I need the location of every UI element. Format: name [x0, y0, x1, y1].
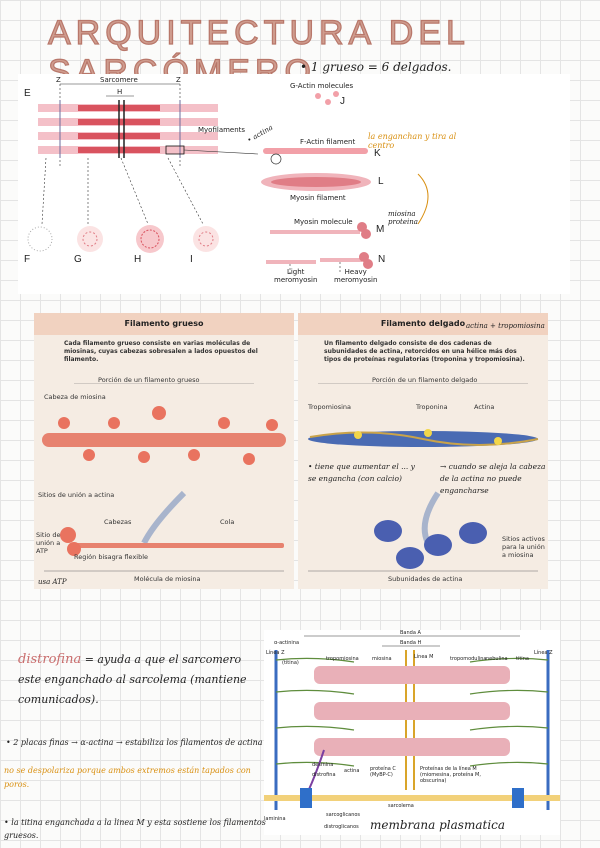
- sarcomere-figure: Sarcomere Z Z H E Myofilaments F G H I G…: [18, 74, 570, 294]
- thin-right-note: → cuando se aleja la cabeza de la actina…: [440, 462, 546, 495]
- j-label: J: [340, 96, 345, 107]
- heavy-meromyosin-label: Heavy meromyosin: [334, 268, 378, 284]
- actin-binding-sites-label: Sitios de unión a actina: [38, 491, 115, 499]
- proteina-c-label: proteína C (MyBP-C): [370, 766, 396, 778]
- sarcomere-protein-figure: Banda A Banda H Línea Z Línea Z α-actini…: [264, 630, 560, 835]
- desmina-label: desmina: [312, 762, 334, 768]
- thin-header-note: actina + tropomiosina: [466, 322, 545, 330]
- myofibril-rows: [38, 100, 218, 158]
- thick-filament-panel: Filamento grueso Cada filamento grueso c…: [34, 313, 294, 589]
- linea-m-proteins-label: Proteínas de la línea M (miomesina, prot…: [420, 766, 481, 784]
- ratio-note: • 1 grueso = 6 delgados.: [300, 60, 452, 74]
- hooked-note: la enganchan y tira al centro: [368, 132, 457, 150]
- troponina-label: Troponina: [416, 403, 448, 411]
- myosin-molecule-drawing: [270, 222, 371, 239]
- sarcoglicanos-label: sarcoglicanos: [326, 812, 361, 818]
- thick-filament-description: Cada filamento grueso consiste en varias…: [64, 340, 258, 363]
- myosin-molecule-caption: Molécula de miosina: [134, 575, 201, 583]
- l-label: L: [378, 176, 384, 187]
- cross-section-i: [193, 226, 219, 252]
- sarcomere-label: Sarcomere: [100, 76, 138, 84]
- actin-subunits-caption: Subunidades de actina: [388, 575, 463, 583]
- titina-right-label: titina: [516, 656, 529, 662]
- cross-section-h: [136, 225, 164, 253]
- linea-z-right-label: Línea Z: [534, 650, 553, 656]
- sarcomere-diagram: [27, 83, 429, 274]
- alpha-actinin-label: α-actinina: [274, 640, 300, 646]
- cross-section-f: [27, 226, 53, 252]
- distrofina-text: = ayuda a que el sarcomero este engancha…: [18, 653, 247, 706]
- distroglicanos-label: distroglicanos: [324, 824, 359, 830]
- g-label: G: [74, 254, 82, 265]
- hinge-label: Región bisagra flexible: [74, 553, 149, 561]
- miosina-label: miosina: [372, 656, 392, 662]
- filaments-note: • 2 placas finas → α-actina → estabiliza…: [6, 738, 263, 747]
- band-h-label: Banda H: [400, 640, 422, 646]
- atp-site-label: Sitio de unión a ATP: [36, 531, 61, 555]
- thick-filament-drawing: [42, 383, 286, 572]
- i-label: I: [190, 254, 193, 265]
- distrofina-title: distrofina: [18, 652, 82, 667]
- light-meromyosin-label: Light meromyosin: [274, 268, 318, 284]
- thin-left-note: • tiene que aumentar el ... y se enganch…: [308, 462, 415, 483]
- h-label: H: [117, 88, 123, 96]
- tail-label: Cola: [220, 518, 235, 526]
- actina-label: Actina: [474, 403, 495, 411]
- myosin-note: miosina proteina: [388, 210, 418, 226]
- membrane-note: membrana plasmatica: [370, 818, 506, 832]
- f-actin-label: F-Actin filament: [300, 138, 356, 146]
- thin-filament-drawing: [308, 383, 539, 572]
- yellow-note: no se despolariza porque ambos extremos …: [4, 766, 251, 789]
- g-actin-label: G-Actin molecules: [290, 82, 354, 90]
- titina-label: (titina): [282, 660, 299, 666]
- sarcomere-protein-diagram: [264, 635, 560, 810]
- titina-note: • la titina enganchada a la linea M y es…: [4, 818, 266, 840]
- sarcolema-label: sarcolema: [388, 803, 414, 809]
- myosin-filament-label: Myosin filament: [290, 194, 346, 202]
- distrofina-note: distrofina = ayuda a que el sarcomero es…: [18, 650, 258, 710]
- linea-m-label: Línea M: [414, 654, 434, 660]
- thin-portion-label: Porción de un filamento delgado: [372, 376, 478, 384]
- laminina-label: laminina: [264, 816, 286, 822]
- thin-filament-header: Filamento delgado: [298, 313, 548, 335]
- myosin-filament-drawing: [261, 173, 371, 191]
- h-cross-label: H: [134, 254, 142, 265]
- myofilaments-label: Myofilaments: [198, 126, 246, 134]
- k-label: K: [374, 148, 381, 159]
- thin-filament-description: Un filamento delgado consiste de dos cad…: [324, 340, 525, 363]
- page-title: ARQUITECTURA DEL SARCÓMERO: [47, 13, 469, 91]
- thick-filament-header: Filamento grueso: [34, 313, 294, 335]
- tropomiosina-fig3-label: tropomiosina: [326, 656, 359, 662]
- distrofina-fig3-label: distrofina: [312, 772, 336, 778]
- z-label-right: Z: [176, 76, 181, 84]
- e-label: E: [24, 88, 31, 99]
- myosin-head-label: Cabeza de miosina: [44, 393, 106, 401]
- f-actin-filament: [263, 148, 368, 165]
- f-label: F: [24, 254, 31, 265]
- thin-filament-panel: Filamento delgado Un filamento delgado c…: [298, 313, 548, 589]
- meromyosin-drawing: [266, 252, 373, 269]
- band-a-label: Banda A: [400, 630, 421, 636]
- g-actin-molecules: [315, 91, 339, 105]
- thick-portion-label: Porción de un filamento grueso: [98, 376, 200, 384]
- active-sites-label: Sitios activos para la unión a miosina: [502, 535, 545, 559]
- heads-label: Cabezas: [104, 518, 132, 526]
- actina-fig3-label: actina: [344, 768, 360, 774]
- myosin-molecule-label: Myosin molecule: [294, 218, 353, 226]
- z-label-left: Z: [56, 76, 61, 84]
- m-label: M: [376, 224, 385, 235]
- atp-note: usa ATP: [38, 578, 67, 586]
- n-label: N: [378, 254, 386, 265]
- tropomiosina-label: Tropomiosina: [308, 403, 352, 411]
- tropomodulina-label: tropomodulina: [450, 656, 487, 662]
- linea-z-left-label: Línea Z: [266, 650, 285, 656]
- cross-section-g: [77, 226, 103, 252]
- nebulina-label: nebulina: [486, 656, 508, 662]
